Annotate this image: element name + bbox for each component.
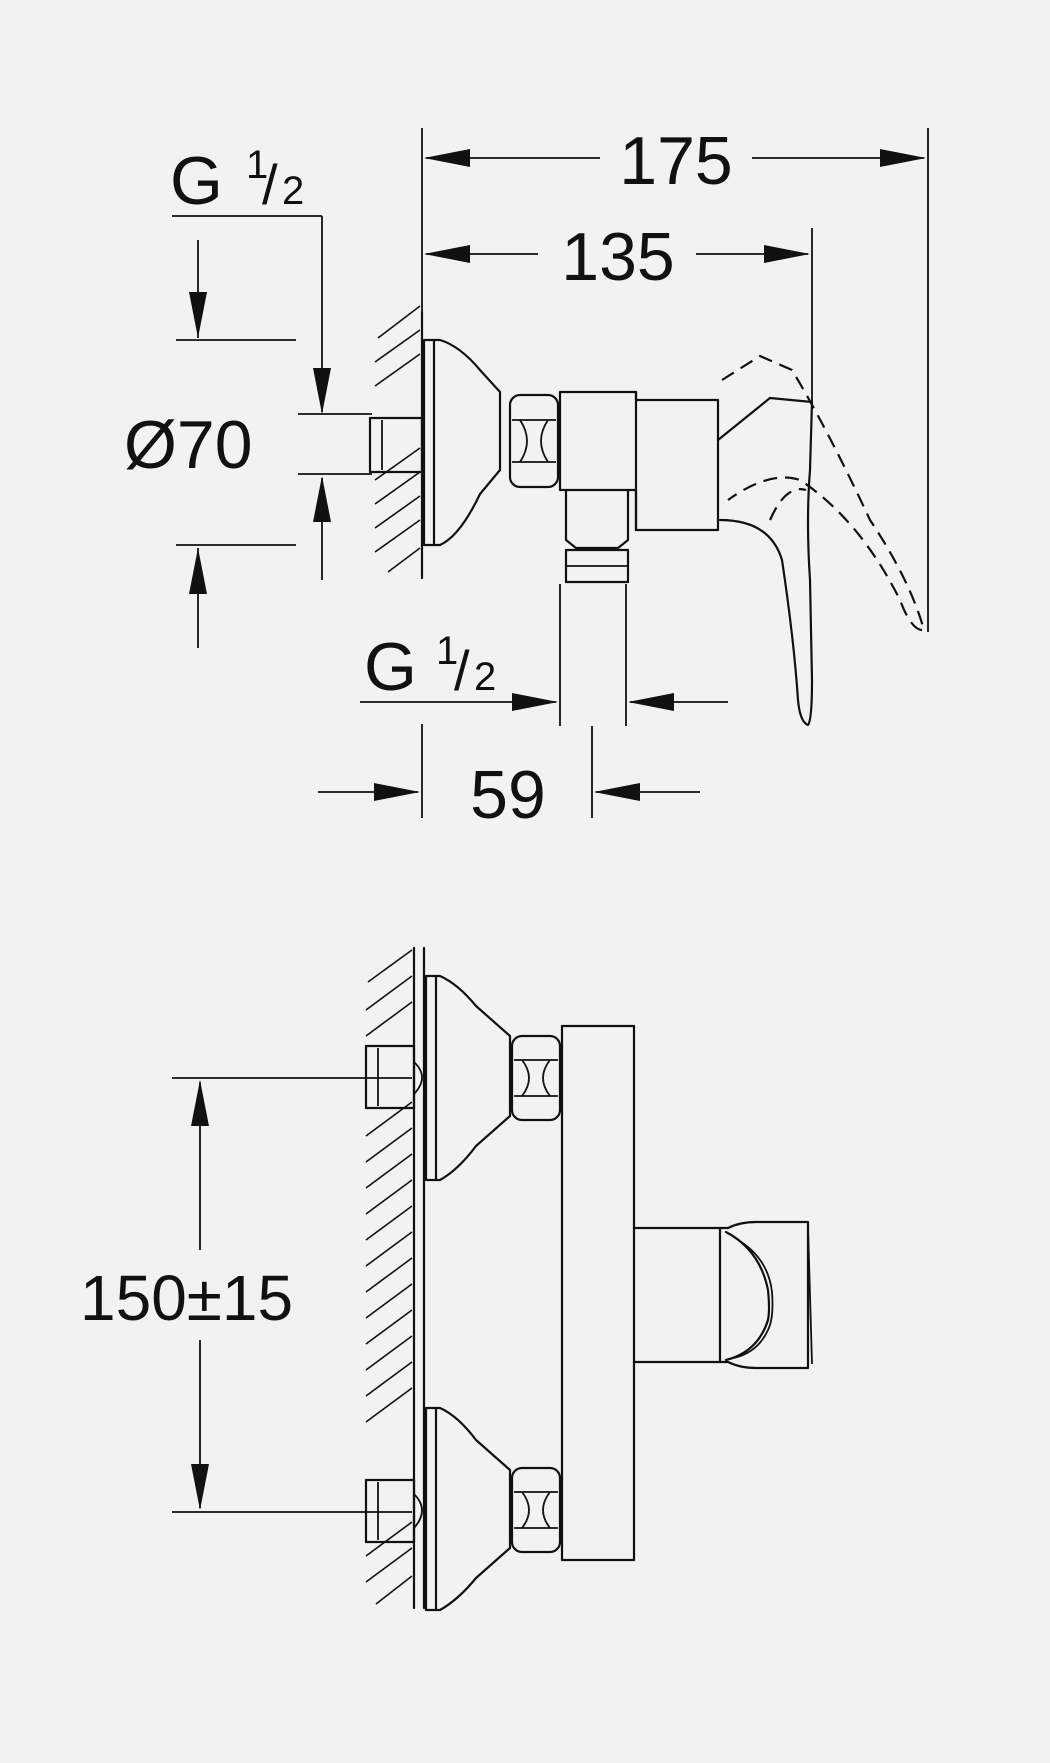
lower-inlet-stub bbox=[364, 1478, 423, 1544]
upper-inlet-stub bbox=[364, 1044, 423, 1110]
dim-59-label: 59 bbox=[470, 757, 546, 833]
lower-union-nut bbox=[510, 1466, 562, 1554]
dimension-inlet-thread: G 1 / 2 bbox=[170, 143, 331, 414]
inlet-thread-denominator: 2 bbox=[282, 169, 304, 213]
inlet-thread-letter: G bbox=[170, 143, 223, 219]
inlet-thread-slash: / bbox=[262, 153, 278, 216]
upper-union-nut bbox=[510, 1034, 562, 1122]
union-nut-side bbox=[508, 393, 560, 489]
inlet-pipe-stub bbox=[368, 416, 424, 474]
dimension-135: 135 bbox=[424, 219, 813, 404]
outlet-thread-letter: G bbox=[364, 629, 417, 705]
dimension-150-15: 150±15 bbox=[80, 1077, 412, 1513]
lower-escutcheon bbox=[424, 1406, 512, 1612]
escutcheon-side bbox=[422, 338, 502, 547]
dim-150-label: 150±15 bbox=[80, 1262, 293, 1334]
lever-handle bbox=[716, 396, 814, 727]
inlet-thread-numerator: 1 bbox=[246, 143, 268, 187]
mixer-body-side bbox=[558, 390, 720, 532]
dimension-59: 59 bbox=[318, 724, 700, 833]
outlet-thread-denominator: 2 bbox=[474, 655, 496, 699]
dimension-diameter-70: Ø70 bbox=[124, 240, 372, 648]
outlet-spout bbox=[564, 488, 630, 584]
lever-open-position bbox=[721, 354, 926, 632]
lever-front bbox=[632, 1220, 813, 1370]
dim-135-label: 135 bbox=[561, 219, 674, 295]
dimension-outlet-thread: G 1 / 2 bbox=[360, 584, 728, 726]
dim-diameter-label: Ø70 bbox=[124, 407, 253, 483]
outlet-thread-numerator: 1 bbox=[436, 629, 458, 673]
front-view: 150±15 bbox=[80, 946, 813, 1612]
mixer-body-front bbox=[560, 1024, 636, 1562]
dimension-175: 175 bbox=[421, 123, 929, 632]
dim-175-label: 175 bbox=[619, 123, 732, 199]
outlet-thread-slash: / bbox=[454, 639, 470, 702]
side-view: 175 135 G 1 / 2 bbox=[124, 123, 929, 833]
upper-escutcheon bbox=[424, 974, 512, 1182]
